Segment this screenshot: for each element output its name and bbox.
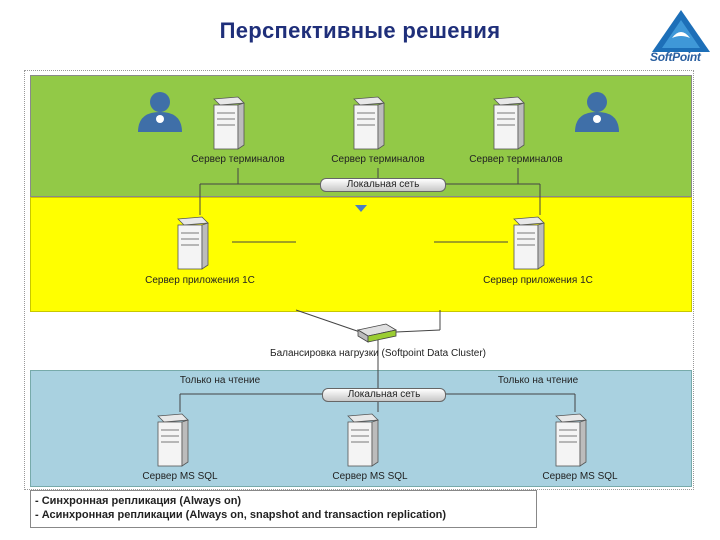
terminal-server-icon <box>493 96 525 150</box>
sql-server-icon <box>157 413 189 467</box>
local-network-hub: Локальная сеть <box>320 178 446 192</box>
sql-server-label: Сервер MS SQL <box>332 471 408 482</box>
local-network-hub: Локальная сеть <box>322 388 446 402</box>
logo-text: SoftPoint <box>650 50 701 64</box>
application-server-icon <box>177 216 209 270</box>
load-balancer-label: Балансировка нагрузки (Softpoint Data Cl… <box>270 348 486 359</box>
application-server-label: Сервер приложения 1С <box>145 275 255 286</box>
terminal-server-label: Сервер терминалов <box>331 154 425 165</box>
page-title: Перспективные решения <box>219 18 501 43</box>
terminal-server-label: Сервер терминалов <box>469 154 563 165</box>
terminal-server-label: Сервер терминалов <box>191 154 285 165</box>
application-server-icon <box>513 216 545 270</box>
user-icon <box>138 92 182 132</box>
application-zone <box>30 197 692 312</box>
sql-server-label: Сервер MS SQL <box>142 471 218 482</box>
read-only-label: Только на чтение <box>497 375 579 386</box>
legend-line-sync: - Синхронная репликация (Always on) <box>35 495 242 507</box>
read-only-label: Только на чтение <box>179 375 261 386</box>
load-balancer-icon <box>356 323 398 343</box>
terminal-server-icon <box>353 96 385 150</box>
sql-server-icon <box>347 413 379 467</box>
sql-server-label: Сервер MS SQL <box>542 471 618 482</box>
terminal-server-icon <box>213 96 245 150</box>
legend-line-async: - Асинхронная репликации (Always on, sna… <box>35 509 447 521</box>
user-icon <box>575 92 619 132</box>
softpoint-logo-icon <box>652 10 710 52</box>
diagram-frame <box>24 70 694 490</box>
sql-server-icon <box>555 413 587 467</box>
replication-legend: - Синхронная репликация (Always on) - Ас… <box>30 490 537 528</box>
application-server-label: Сервер приложения 1С <box>483 275 593 286</box>
